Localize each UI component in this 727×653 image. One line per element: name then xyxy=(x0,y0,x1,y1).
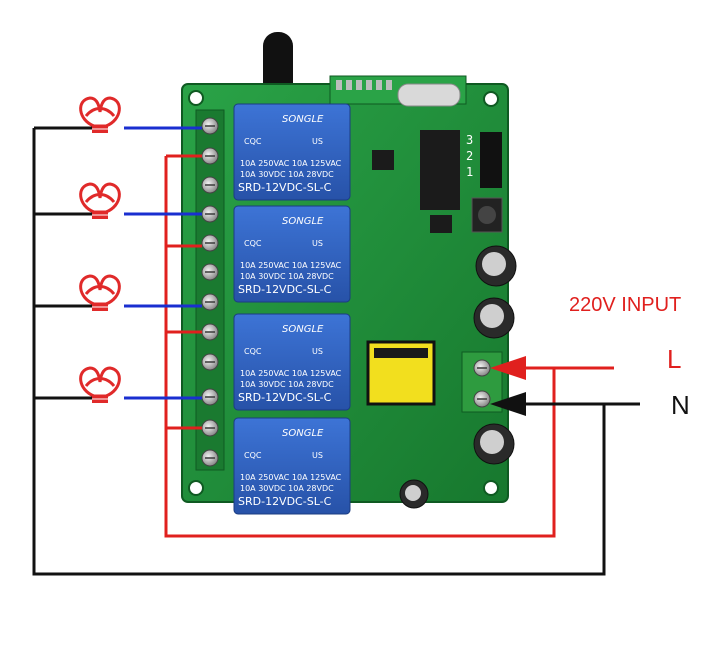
relay-rating-1: 10A 250VAC 10A 125VAC xyxy=(240,159,342,168)
relay-cert-left: CQC xyxy=(244,347,262,356)
relay-cert-left: CQC xyxy=(244,137,262,146)
live-arrow-icon xyxy=(490,356,526,380)
relay-cert-right: US xyxy=(312,239,323,248)
power-screw-l xyxy=(473,359,491,377)
relay-rating-2: 10A 30VDC 10A 28VDC xyxy=(240,380,334,389)
capacitor xyxy=(473,423,515,465)
push-button-cap xyxy=(478,206,496,224)
jumper-header xyxy=(480,132,502,188)
relay-cert-left: CQC xyxy=(244,451,262,460)
terminal-strip xyxy=(195,109,225,471)
relay-model: SRD-12VDC-SL-C xyxy=(238,283,332,296)
relay-model: SRD-12VDC-SL-C xyxy=(238,181,332,194)
relay-2: SONGLE CQC US 10A 250VAC 10A 125VAC 10A … xyxy=(233,205,351,303)
transformer-core xyxy=(374,348,428,358)
relay-brand: SONGLE xyxy=(282,114,324,125)
neutral-label: N xyxy=(671,390,690,420)
relay-model: SRD-12VDC-SL-C xyxy=(238,495,332,508)
header-pins xyxy=(336,80,392,90)
relay-1: SONGLE CQC US 10A 250VAC 10A 125VAC 10A … xyxy=(233,103,351,201)
relay-rating-1: 10A 250VAC 10A 125VAC xyxy=(240,261,342,270)
mount-hole xyxy=(483,480,499,496)
capacitor xyxy=(475,245,517,287)
jumper-label-3: 3 xyxy=(466,133,473,147)
relay-3: SONGLE CQC US 10A 250VAC 10A 125VAC 10A … xyxy=(233,313,351,411)
capacitor xyxy=(473,297,515,339)
relay-cert-right: US xyxy=(312,137,323,146)
live-label: L xyxy=(667,344,681,374)
relay-rating-2: 10A 30VDC 10A 28VDC xyxy=(240,272,334,281)
relay-model: SRD-12VDC-SL-C xyxy=(238,391,332,404)
capacitor xyxy=(399,479,429,509)
relay-4: SONGLE CQC US 10A 250VAC 10A 125VAC 10A … xyxy=(233,417,351,515)
neutral-arrow-icon xyxy=(490,392,526,416)
ic-chip-small xyxy=(372,150,394,170)
mount-hole xyxy=(483,91,499,107)
relay-rating-2: 10A 30VDC 10A 28VDC xyxy=(240,170,334,179)
relay-brand: SONGLE xyxy=(282,216,324,227)
lamp-leads xyxy=(70,126,92,400)
ic-chip-small xyxy=(430,215,452,233)
relay-cert-right: US xyxy=(312,347,323,356)
mount-hole xyxy=(188,480,204,496)
power-screw-n xyxy=(473,390,491,408)
ic-chip xyxy=(420,130,460,210)
relay-rating-1: 10A 250VAC 10A 125VAC xyxy=(240,369,342,378)
neutral-wire xyxy=(32,126,640,576)
relay-cert-left: CQC xyxy=(244,239,262,248)
live-jumpers xyxy=(166,154,202,430)
relay-brand: SONGLE xyxy=(282,324,324,335)
jumper-label-2: 2 xyxy=(466,149,473,163)
crystal xyxy=(397,83,461,107)
relay-cert-right: US xyxy=(312,451,323,460)
live-wire xyxy=(164,156,614,538)
relay-rating-2: 10A 30VDC 10A 28VDC xyxy=(240,484,334,493)
mount-hole xyxy=(188,90,204,106)
load-wires xyxy=(124,126,202,400)
input-label: 220V INPUT xyxy=(569,294,681,316)
jumper-label-1: 1 xyxy=(466,165,473,179)
relay-brand: SONGLE xyxy=(282,428,324,439)
relay-rating-1: 10A 250VAC 10A 125VAC xyxy=(240,473,342,482)
